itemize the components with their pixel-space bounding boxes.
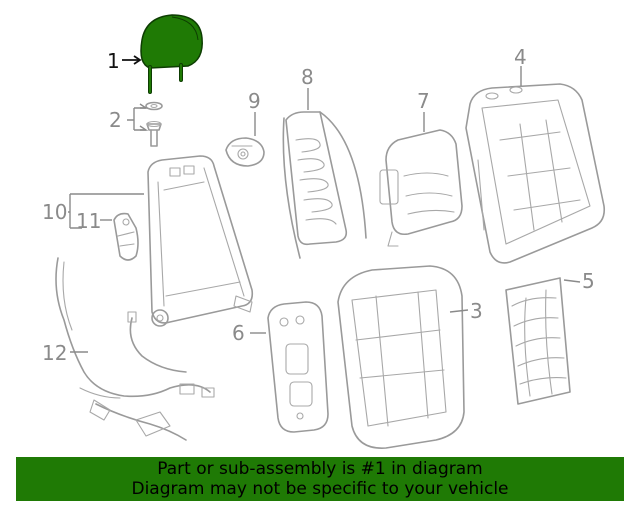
callout-8: 8	[301, 65, 314, 89]
part-5-cushion-mat[interactable]	[505, 277, 571, 405]
part-11-lumbar-motor[interactable]	[113, 212, 139, 261]
part-4-seatback-cover[interactable]	[465, 83, 606, 264]
leader-10	[68, 193, 144, 229]
callout-4: 4	[514, 45, 527, 69]
part-10-seatback-frame[interactable]	[147, 155, 254, 327]
part-1-headrest[interactable]	[140, 14, 203, 94]
callout-1: 1	[107, 49, 120, 73]
callout-12: 12	[42, 341, 67, 365]
leader-3	[449, 309, 469, 313]
callout-10: 10	[42, 200, 67, 224]
part-notice-banner: Part or sub-assembly is #1 in diagram Di…	[16, 457, 624, 501]
callout-7: 7	[417, 89, 430, 113]
leader-2	[127, 107, 146, 131]
callout-9: 9	[248, 89, 261, 113]
leader-5	[563, 279, 581, 283]
part-9-recliner-cover[interactable]	[225, 137, 265, 167]
part-2-headrest-guide[interactable]	[145, 101, 163, 147]
part-3-cushion-cover[interactable]	[337, 265, 465, 449]
banner-line-part-number: Part or sub-assembly is #1 in diagram	[157, 459, 483, 479]
callout-2: 2	[109, 108, 122, 132]
leader-lines	[68, 55, 581, 353]
banner-line-disclaimer: Diagram may not be specific to your vehi…	[131, 479, 509, 499]
callout-11: 11	[76, 209, 101, 233]
part-12-wiring-harness[interactable]	[55, 257, 215, 441]
callout-3: 3	[470, 299, 483, 323]
exploded-seat-diagram: 1 2 3 4 5 6 7 8 9 10 11 12	[42, 14, 606, 449]
callout-5: 5	[582, 269, 595, 293]
part-7-seat-module[interactable]	[379, 129, 463, 247]
part-8-seatback-suspension[interactable]	[282, 111, 367, 259]
callout-6: 6	[232, 321, 245, 345]
part-6-switch-panel[interactable]	[267, 301, 329, 433]
